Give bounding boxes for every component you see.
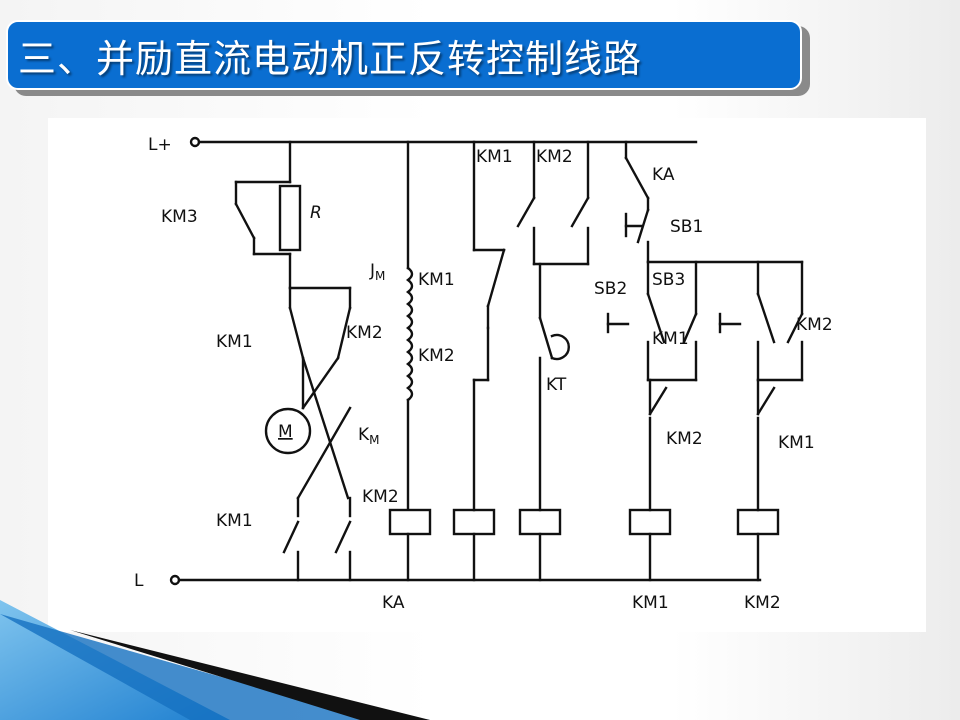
label-r: R [310, 203, 322, 223]
km1-arm-bot-contact [282, 520, 300, 554]
motor [264, 407, 312, 455]
sb3-contact [756, 292, 776, 344]
label-km2-arm-top: KM2 [346, 323, 383, 343]
circuit-diagram: L+ L KM3 R M KM1 KM2 KM KM1 [48, 118, 926, 632]
coils: KA KM1 KM2 [382, 508, 781, 613]
km1-shunt-contact [486, 248, 506, 308]
label-km3: KM3 [161, 207, 198, 227]
armature-bridge: M KM1 KM2 KM KM1 KM2 [216, 286, 399, 582]
power-rails: L+ L [134, 135, 762, 591]
coil-ka [388, 508, 432, 536]
label-sb3: SB3 [652, 270, 685, 290]
black-swoosh [70, 630, 430, 720]
label-km1-self: KM1 [652, 329, 689, 349]
label-coil-km2: KM2 [744, 593, 781, 613]
label-km1-arm-bot: KM1 [216, 511, 253, 531]
cross-wire [301, 356, 350, 500]
sb2-contact [646, 292, 666, 344]
kt-branch: KM1 KM2 KT [476, 140, 590, 512]
label-coil-km1: KM1 [632, 593, 669, 613]
label-sb1: SB1 [670, 217, 703, 237]
label-motor: M [278, 422, 293, 442]
label-km2-self: KM2 [796, 315, 833, 335]
label-km2-interlock: KM2 [666, 429, 703, 449]
blue-swoosh-2 [0, 614, 430, 720]
coil-km1 [628, 508, 672, 536]
ka-branch: KM1 KM2 [418, 140, 506, 512]
resistor-r [278, 184, 302, 252]
label-km1-top: KM1 [476, 147, 513, 167]
label-km2-arm-bot: KM2 [362, 487, 399, 507]
circuit-svg: L+ L KM3 R M KM1 KM2 KM KM1 [134, 135, 833, 613]
coil-kt [452, 508, 496, 536]
label-terminal-bottom: L [134, 571, 144, 591]
label-sb2: SB2 [594, 279, 627, 299]
km1-interlock-contact [756, 386, 776, 416]
cross-wire [301, 356, 340, 410]
km1-top-contact [516, 196, 536, 228]
kt-delay-arc [550, 333, 570, 361]
ka-contact [624, 156, 650, 200]
title-bar: 三、并励直流电动机正反转控制线路 [6, 20, 802, 90]
label-ka: KA [652, 165, 675, 185]
label-km1-interlock: KM1 [778, 433, 815, 453]
label-kt: KT [546, 375, 567, 395]
label-jm: JM [369, 261, 385, 283]
coil-unlabeled [518, 508, 562, 536]
label-km1-shunt: KM1 [418, 270, 455, 290]
label-km2-top: KM2 [536, 147, 573, 167]
km1-self-contact [682, 312, 698, 344]
km1-arm-top-contact [288, 306, 305, 360]
label-km1-arm-top: KM1 [216, 332, 253, 352]
starting-resistor-section: KM3 R [161, 140, 322, 290]
coil-km2 [736, 508, 780, 536]
cross-wire [296, 406, 352, 500]
label-km: KM [358, 425, 380, 447]
shunt-field: JM [369, 140, 414, 512]
field-winding [406, 266, 414, 402]
km2-arm-bot-contact [334, 520, 352, 554]
km3-contact [234, 202, 256, 240]
label-terminal-top: L+ [148, 135, 172, 155]
label-km2-shunt: KM2 [418, 346, 455, 366]
km2-interlock-contact [648, 386, 668, 416]
bottom-decoration [0, 600, 430, 720]
km2-self-contact [786, 312, 804, 344]
km2-arm-top-contact [336, 306, 352, 360]
label-coil-ka: KA [382, 593, 405, 613]
slide-title: 三、并励直流电动机正反转控制线路 [18, 36, 643, 81]
km2-top-contact [570, 196, 590, 228]
kt-contact [538, 316, 554, 360]
control-branch: KA SB1 SB2 SB3 KM1 KM2 KM2 KM1 [594, 140, 833, 512]
